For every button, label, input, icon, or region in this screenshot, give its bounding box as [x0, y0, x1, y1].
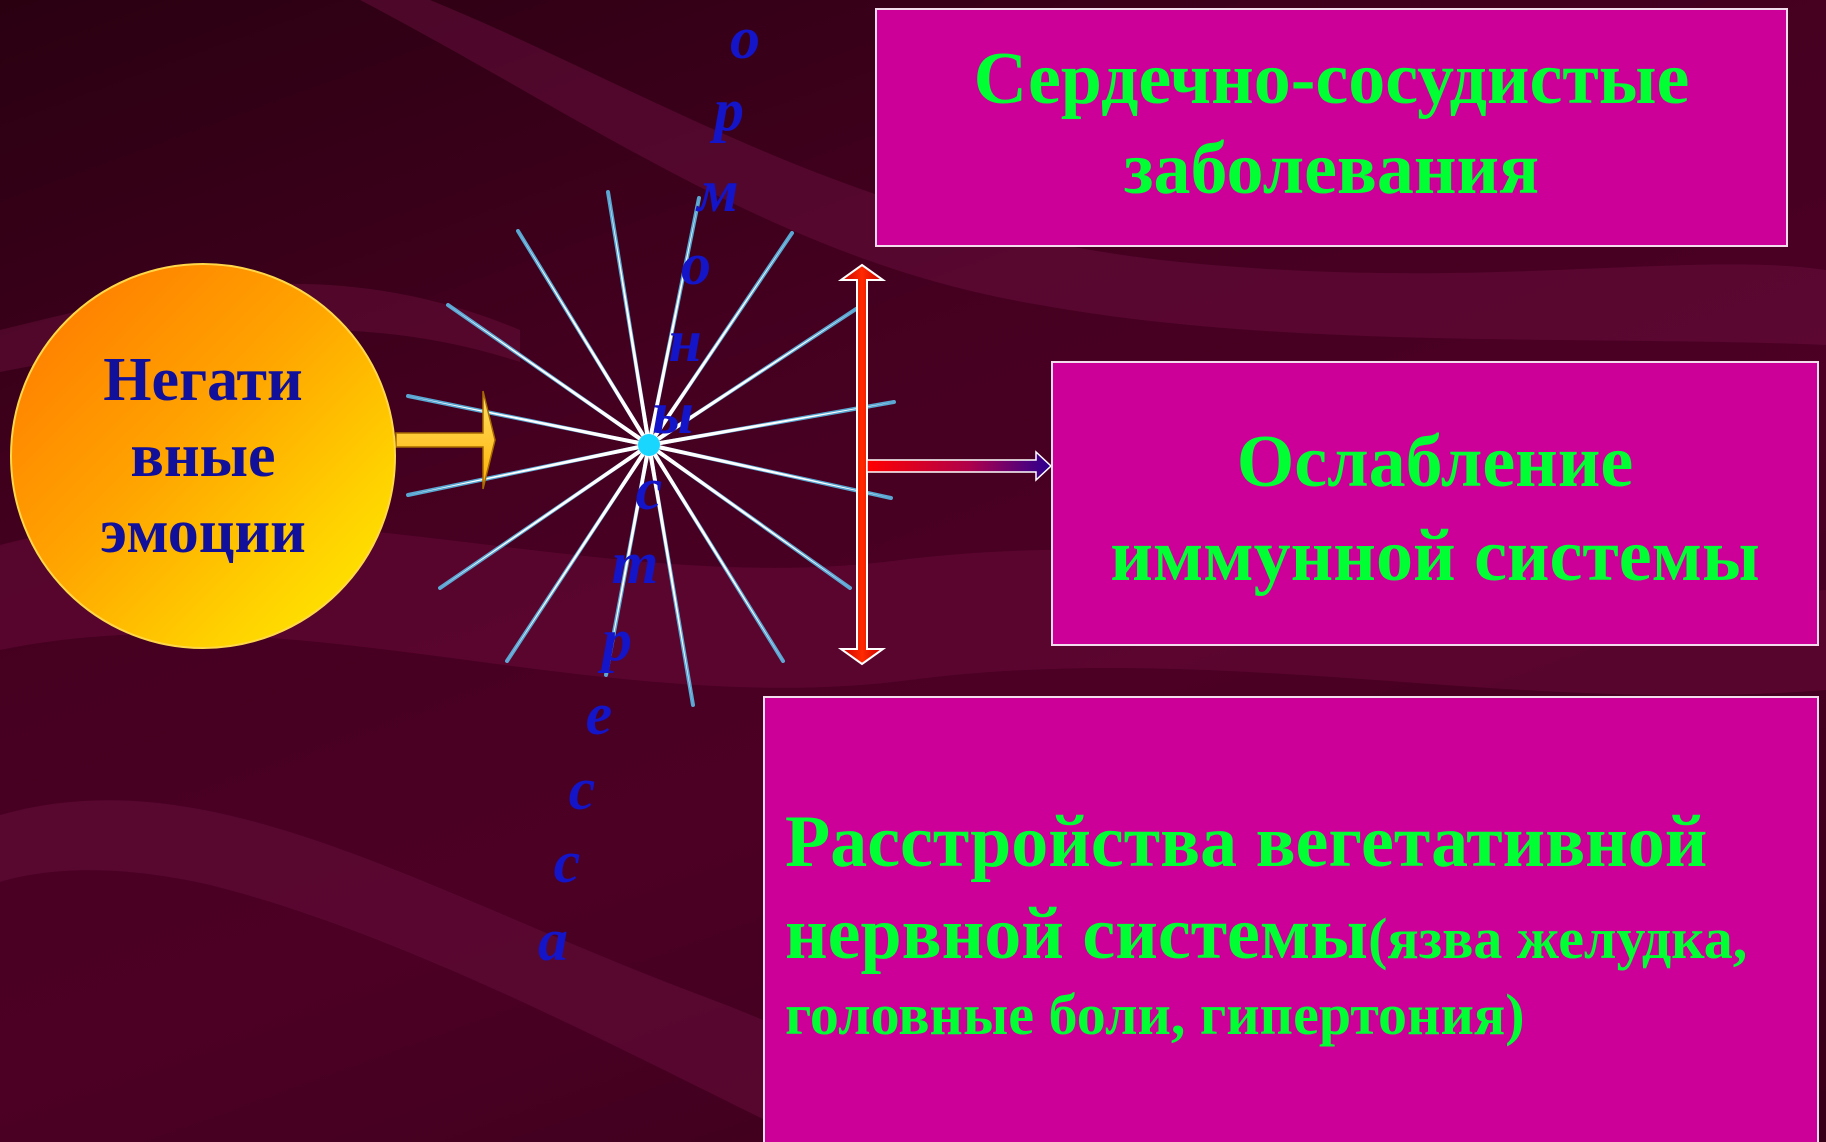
stress-label-letter: т — [612, 533, 659, 593]
circle-text-line: вные — [130, 418, 275, 494]
stress-label-letter: р — [602, 610, 632, 670]
weakened-immune-system-box: Ослабление иммунной системы — [1051, 361, 1819, 646]
box-text-line: нервной системы(язва желудка, — [785, 897, 1747, 971]
right-arrow-icon — [396, 391, 495, 489]
stress-label-letter: о — [681, 234, 711, 294]
box-text-line: заболевания — [1124, 124, 1539, 214]
box-text-line: Ослабление — [1237, 415, 1634, 509]
starburst-ray — [608, 192, 651, 445]
stress-label-letter: с — [569, 759, 596, 819]
box-text-line: Расстройства вегетативной — [785, 805, 1707, 879]
stress-label-letter: о — [730, 8, 760, 68]
box-text-detail: (язва желудка, — [1368, 906, 1747, 971]
branch-right-arrow-icon — [867, 452, 1051, 480]
negative-emotions-circle: Негати вные эмоции — [10, 263, 396, 649]
stress-label-letter: ы — [652, 383, 694, 443]
box-text-line: Сердечно-сосудистые — [974, 34, 1690, 124]
circle-text-line: эмоции — [100, 494, 306, 570]
stress-label-letter: н — [668, 311, 701, 371]
stress-label-letter: р — [714, 80, 744, 140]
starburst-icon — [408, 192, 894, 705]
stress-label-letter: а — [538, 910, 568, 970]
stress-label-letter: е — [586, 684, 613, 744]
box-text-line: иммунной системы — [1110, 509, 1760, 603]
box-text-main: нервной системы — [785, 893, 1368, 975]
cardiovascular-diseases-box: Сердечно-сосудистые заболевания — [875, 8, 1788, 247]
box-text-detail: головные боли, гипертония) — [785, 986, 1525, 1044]
stress-label-letter: с — [636, 459, 663, 519]
stress-label-letter: с — [554, 832, 581, 892]
stress-label-letter: м — [697, 161, 738, 221]
autonomic-nervous-disorders-box: Расстройства вегетативной нервной систем… — [763, 696, 1819, 1142]
circle-text-line: Негати — [103, 342, 302, 418]
